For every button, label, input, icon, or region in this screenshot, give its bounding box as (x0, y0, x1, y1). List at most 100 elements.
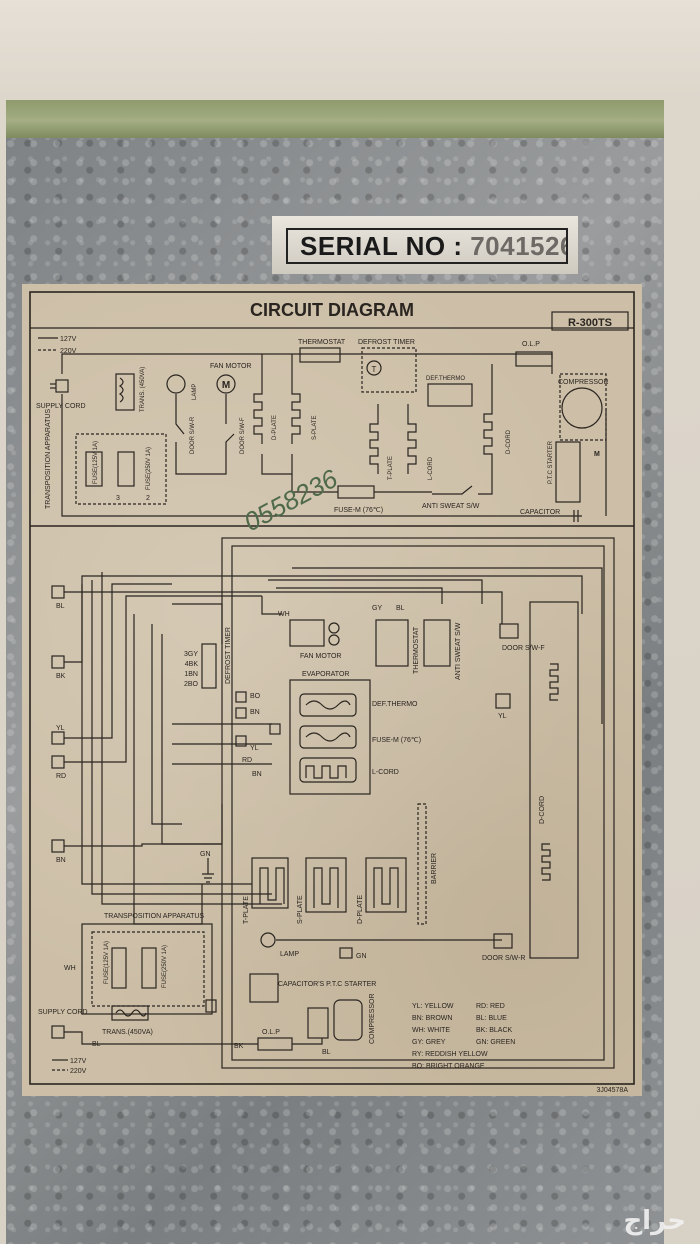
top-supply-cord: SUPPLY CORD (36, 403, 86, 410)
model-box (551, 311, 629, 331)
wd-wh-trans: WH (64, 965, 76, 972)
cc-bn: BN: BROWN (412, 1015, 452, 1022)
wd-bo: BO (250, 693, 261, 700)
circuit-diagram: CIRCUIT DIAGRAM R-300TS 127V 220V SUPPLY… (29, 291, 635, 1094)
wd-defrost-timer: DEFROST TIMER (225, 627, 232, 684)
wd-s-plate: S-PLATE (297, 895, 304, 924)
wd-bl-thermo: BL (396, 605, 405, 612)
wd-bn: BN (250, 709, 260, 716)
top-transposition: TRANSPOSITION APPARATUS (45, 409, 52, 509)
wd-supply-cord: SUPPLY CORD (38, 1009, 88, 1016)
svg-text:T: T (372, 365, 377, 374)
top-capacitor: CAPACITOR (520, 509, 560, 516)
wd-fuse2: FUSE(250V 1A) (162, 945, 168, 988)
serial-label: SERIAL NO : (300, 231, 463, 261)
legend-220v: 220V (60, 348, 77, 355)
cc-ry: RY: REDDISH YELLOW (412, 1051, 488, 1058)
wd-rd: RD (242, 757, 252, 764)
model-number: R-300TS (568, 317, 612, 329)
wd-bl-olp: BL (322, 1049, 331, 1056)
svg-text:3: 3 (116, 495, 120, 502)
wd-trans: TRANS.(450VA) (102, 1029, 153, 1036)
timer-pin-3gy: 3GY (184, 651, 198, 658)
top-ptc-starter: P.T.C STARTER (548, 440, 554, 484)
wd-yl-switch: YL (498, 713, 507, 720)
site-watermark: حراج (623, 1206, 686, 1236)
legend-127v: 127V (60, 336, 77, 343)
svg-text:2: 2 (146, 495, 150, 502)
wd-gy: GY (372, 605, 382, 612)
cc-wh: WH: WHITE (412, 1027, 450, 1034)
conn-rd: RD (56, 773, 66, 780)
wd-bn2: BN (252, 771, 262, 778)
top-door-sw-r: DOOR S/W-R (190, 416, 196, 454)
sheet-frame (29, 291, 635, 1085)
timer-pin-1bn: 1BN (184, 671, 198, 678)
top-olp: O.L.P (522, 341, 540, 348)
wd-anti-sweat: ANTI SWEAT S/W (455, 622, 462, 680)
conn-bn: BN (56, 857, 66, 864)
wd-l-cord: L-CORD (372, 769, 399, 776)
conn-bl: BL (56, 603, 65, 610)
cc-bl: BL: BLUE (476, 1015, 507, 1022)
conn-yl: YL (56, 725, 65, 732)
wd-evaporator: EVAPORATOR (302, 671, 349, 678)
cc-bo: BO: BRIGHT ORANGE (412, 1063, 485, 1070)
green-trim-strip (6, 100, 664, 138)
wd-fuse1: FUSE(125V 1A) (104, 941, 110, 984)
wd-thermostat: THERMOSTAT (413, 626, 420, 674)
diagram-title: CIRCUIT DIAGRAM (250, 300, 414, 320)
top-fuse2: FUSE(250V 1A) (146, 447, 152, 490)
wd-capacitor-starter: CAPACITOR'S P.T.C STARTER (278, 981, 376, 988)
wd-wh: WH (278, 611, 290, 618)
top-fuse1: FUSE(125V 1A) (93, 441, 99, 484)
wd-127v: 127V (70, 1058, 87, 1065)
wd-d-plate: D-PLATE (357, 895, 364, 924)
wd-gn-lamp: GN (356, 953, 367, 960)
top-fuse-m: FUSE-M (76℃) (334, 507, 383, 514)
top-d-cord: D-CORD (506, 429, 512, 454)
wd-transposition: TRANSPOSITION APPARATUS (104, 913, 204, 920)
top-trans: TRANS. (450VA) (140, 367, 146, 412)
top-m-letter: M (594, 451, 600, 458)
serial-plate (272, 216, 578, 274)
top-motor-m: M (222, 380, 230, 391)
wd-fan-motor: FAN MOTOR (300, 653, 341, 660)
top-defrost-timer: DEFROST TIMER (358, 339, 415, 346)
timer-pin-4bk: 4BK (185, 661, 199, 668)
wd-t-plate: T-PLATE (243, 896, 250, 924)
wd-barrier: BARRIER (431, 853, 438, 884)
wd-def-thermo: DEF.THERMO (372, 701, 418, 708)
top-d-plate: D-PLATE (272, 415, 278, 440)
wd-gn: GN (200, 851, 211, 858)
conn-bk: BK (56, 673, 66, 680)
wd-olp: O.L.P (262, 1029, 280, 1036)
cc-rd: RD: RED (476, 1003, 505, 1010)
cc-bk: BK: BLACK (476, 1027, 513, 1034)
top-fan-motor: FAN MOTOR (210, 363, 251, 370)
cc-yl: YL: YELLOW (412, 1003, 454, 1010)
top-door-sw-f: DOOR S/W-F (240, 417, 246, 454)
wd-door-sw-f: DOOR S/W-F (502, 645, 545, 652)
top-def-thermo: DEF.THERMO (426, 376, 465, 382)
top-s-plate: S-PLATE (312, 415, 318, 440)
cc-gn: GN: GREEN (476, 1039, 515, 1046)
cc-gy: GY: GREY (412, 1039, 446, 1046)
wiring-diagram: BL BK YL RD BN WH FAN MOTOR GY BL TH (38, 537, 615, 1075)
color-code-legend: YL: YELLOW RD: RED BN: BROWN BL: BLUE WH… (412, 1003, 515, 1070)
top-anti-sweat: ANTI SWEAT S/W (422, 503, 480, 510)
wd-lamp: LAMP (280, 951, 299, 958)
top-lamp: LAMP (192, 384, 198, 400)
top-compressor: COMPRESSOR (558, 379, 609, 386)
wd-door-sw-r: DOOR S/W-R (482, 955, 525, 962)
part-number: 3J04578A (596, 1087, 628, 1094)
wd-yl: YL (250, 745, 259, 752)
wd-bk: BK (234, 1043, 244, 1050)
wd-d-cord: D-CORD (539, 796, 546, 824)
wd-220v: 220V (70, 1068, 87, 1075)
circuit-diagram-sheet: CIRCUIT DIAGRAM R-300TS 127V 220V SUPPLY… (22, 284, 642, 1096)
serial-number-box: SERIAL NO : 7041526 (286, 228, 568, 264)
top-schematic: SUPPLY CORD TRANSPOSITION APPARATUS FUSE… (36, 339, 609, 522)
wd-fuse-m: FUSE-M (76℃) (372, 737, 421, 744)
serial-number: 7041526 (470, 231, 568, 261)
